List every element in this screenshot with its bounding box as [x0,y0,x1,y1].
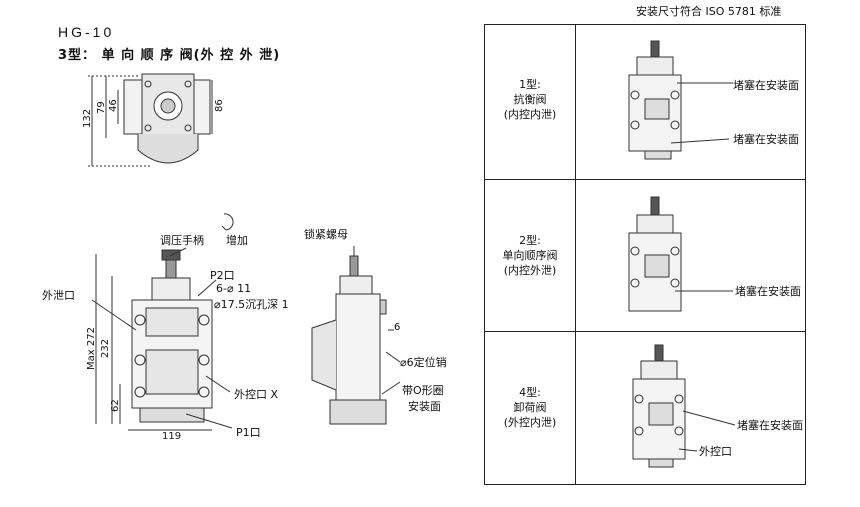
dim-79: 79 [96,101,107,114]
label-oring: 带O形圈 [402,384,444,397]
label-bolt1: 6-⌀ 11 [216,282,252,295]
label-pilot: 外控口 X [234,388,279,401]
table-row: 2型: 单向顺序阀 (内控外泄) 堵塞在安装面 [485,179,805,332]
valve-drawing [628,40,733,160]
callout-plug: 堵塞在安装面 [733,133,799,146]
dim-6: 6 [394,322,401,333]
label-increase: 增加 [226,234,248,247]
callout-plug: 堵塞在安装面 [735,285,801,298]
label-mount: 安装面 [408,400,441,413]
standard-note: 安装尺寸符合 ISO 5781 标准 [636,5,782,18]
side-view-drawing [311,246,401,425]
top-view-drawing [88,73,213,167]
page-subtitle: 3型： 单 向 顺 序 阀(外 控 外 泄) [58,48,281,63]
label-handle: 调压手柄 [160,234,204,247]
type-table: 1型: 抗衡阀 (内控内泄) 堵塞在安装面 堵塞在安装面 2型: 单向顺序阀 [484,24,806,485]
dim-132: 132 [82,108,93,128]
dim-62: 62 [110,399,121,412]
label-p2: P2口 [210,269,235,282]
valve-drawing [628,196,733,312]
label-pin: ⌀6定位销 [400,356,447,369]
valve-drawing [632,344,736,468]
dim-46: 46 [108,99,119,112]
dim-86: 86 [214,99,225,112]
label-p1: P1口 [236,426,261,439]
table-row: 1型: 抗衡阀 (内控内泄) 堵塞在安装面 堵塞在安装面 [485,25,805,180]
row-name: 2型: 单向顺序阀 (内控外泄) [502,234,558,277]
model-code: HG-10 [58,24,115,40]
label-bolt2: ⌀17.5沉孔深 1 [214,298,289,311]
callout-plug: 堵塞在安装面 [737,419,803,432]
label-drain: 外泄口 [42,289,75,302]
dim-max272: Max 272 [86,327,97,370]
row-name: 4型: 卸荷阀 (外控内泄) [503,386,557,429]
callout-pilot-port: 外控口 [699,445,732,458]
technical-drawing [88,73,401,431]
callout-plug: 堵塞在安装面 [733,79,799,92]
dim-232: 232 [100,338,111,358]
front-view-drawing [91,213,234,431]
label-locknut: 锁紧螺母 [304,228,348,241]
table-row: 4型: 卸荷阀 (外控内泄) 堵塞在安装面 外控口 [485,331,805,484]
row-name: 1型: 抗衡阀 (内控内泄) [503,78,557,121]
dim-119: 119 [162,431,182,442]
